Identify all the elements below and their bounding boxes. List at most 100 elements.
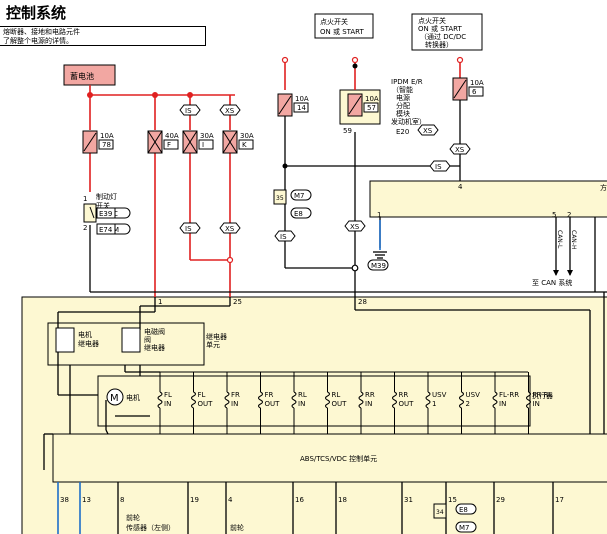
meter-panel [369,180,607,218]
bottom-pin-16: 16 [292,482,304,534]
xs-tag-ipdm: XS [417,124,439,136]
bottom-pin-number: 17 [555,496,564,504]
valve-port: 2 [466,400,470,408]
valve-port: IN [365,400,372,408]
bottom-pin-4: 4 [225,482,233,534]
unit-pin-labels: 1 25 28 [158,298,367,306]
meter-pin-1: 1 [377,211,381,219]
meter-pin-5: 5 [552,211,556,219]
bottom-pin-number: 15 [448,496,457,504]
fuse-number: 6 [472,88,477,96]
ref-number: 34 [436,509,444,516]
ignition-switch-2: 点火开关 ON 或 START （通过 DC/DC 转换器） [411,13,483,51]
xs-tag-3: XS [344,220,366,232]
valve-layer: FLINFLOUTFRINFROUTRLINRLOUTRRINRROUTUSV1… [157,371,552,434]
tag-text: IS [280,233,287,241]
can-arrow [567,270,573,276]
ign2-line-2: ON 或 START [418,24,463,33]
to-can-system: 至 CAN 系统 [532,278,572,287]
valve-port: OUT [399,400,415,408]
wire-junctions [282,63,358,169]
brake-switch-line-1: 制动灯 [96,192,117,201]
wire-terminals [351,264,359,272]
bottom-pin-17: 17 [552,482,564,534]
note-line-2: 了解整个电源的详情。 [3,37,73,45]
junction-dots [87,92,193,98]
motor-symbol: M [110,393,119,404]
fuse-number: 57 [367,104,376,112]
meter-labels: 1 5 2 4 至 CAN 系统 方 [377,183,607,287]
valve-port: 1 [432,400,436,408]
battery-label: 蓄电池 [70,71,94,81]
valve-name: FR [231,391,240,399]
xs-tag-1: XS [219,104,241,116]
tag-text: M7 [294,192,305,200]
bottom-pin-8: 8 [117,482,124,534]
bottom-label-1: 前轮 [126,513,140,522]
intro-note: 熔断器、接地和电路元件 了解整个电源的详情。 [0,26,206,46]
ign2-line-1: 点火开关 [418,16,446,25]
connector-e8-bottom: E8 [455,503,477,515]
valve-name: RL [298,391,307,399]
fuse-number: I [202,141,204,149]
valve-port: IN [499,400,506,408]
ref-box-34: 34 [433,503,447,519]
xs-tag-2: XS [219,222,241,234]
ref-number: 35 [276,195,284,202]
brake-pin-1: 1 [83,195,87,203]
valve-port: IN [231,400,238,408]
is-tag-1: IS [179,104,201,116]
bottom-pin-18: 18 [335,482,347,534]
tag-text: M39 [371,262,386,270]
ref-box-35: 35 [273,189,287,205]
unit-pin-1: 1 [158,298,162,306]
fuse-amp: 10A [295,95,309,103]
valve-port: OUT [332,400,348,408]
motor-relay-line-2: 继电器 [78,339,99,348]
tag-text: E8 [459,506,468,514]
bottom-pin-number: 16 [295,496,304,504]
fuse-amp: 10A [365,95,379,103]
relay-unit-line-2: 单元 [206,340,220,349]
valve-name: FL [198,391,206,399]
is-tag-2: IS [179,222,201,234]
ipdm-line-4: 分配 [396,101,410,110]
bottom-pin-number: 4 [228,496,233,504]
bottom-pin-number: 19 [190,496,199,504]
unit-pin-28: 28 [358,298,367,306]
connector-e39: E39 [99,210,112,218]
can-label-2: CAN-H [570,230,577,249]
bottom-label-3: 前轮 [230,523,244,532]
fuse-number: K [242,141,247,149]
fuse-amp: 30A [200,132,214,140]
valve-port: IN [164,400,171,408]
valve-name: USV [432,391,447,399]
is-tag-4: IS [429,160,451,172]
actuator-box [97,375,531,427]
ipdm-pin: 59 [343,127,352,135]
ign2-line-4: 转换器） [425,40,453,49]
motor-relay-line-1: 电机 [78,330,92,339]
meter-side-label: 方 [600,183,607,192]
ign1-line-1: 点火开关 [320,17,348,26]
fuse-amp: 40A [165,132,179,140]
bottom-pin-number: 8 [120,496,124,504]
control-unit-label: ABS/TCS/VDC 控制单元 [300,454,377,463]
bottom-pin-38: 38 [60,496,69,504]
